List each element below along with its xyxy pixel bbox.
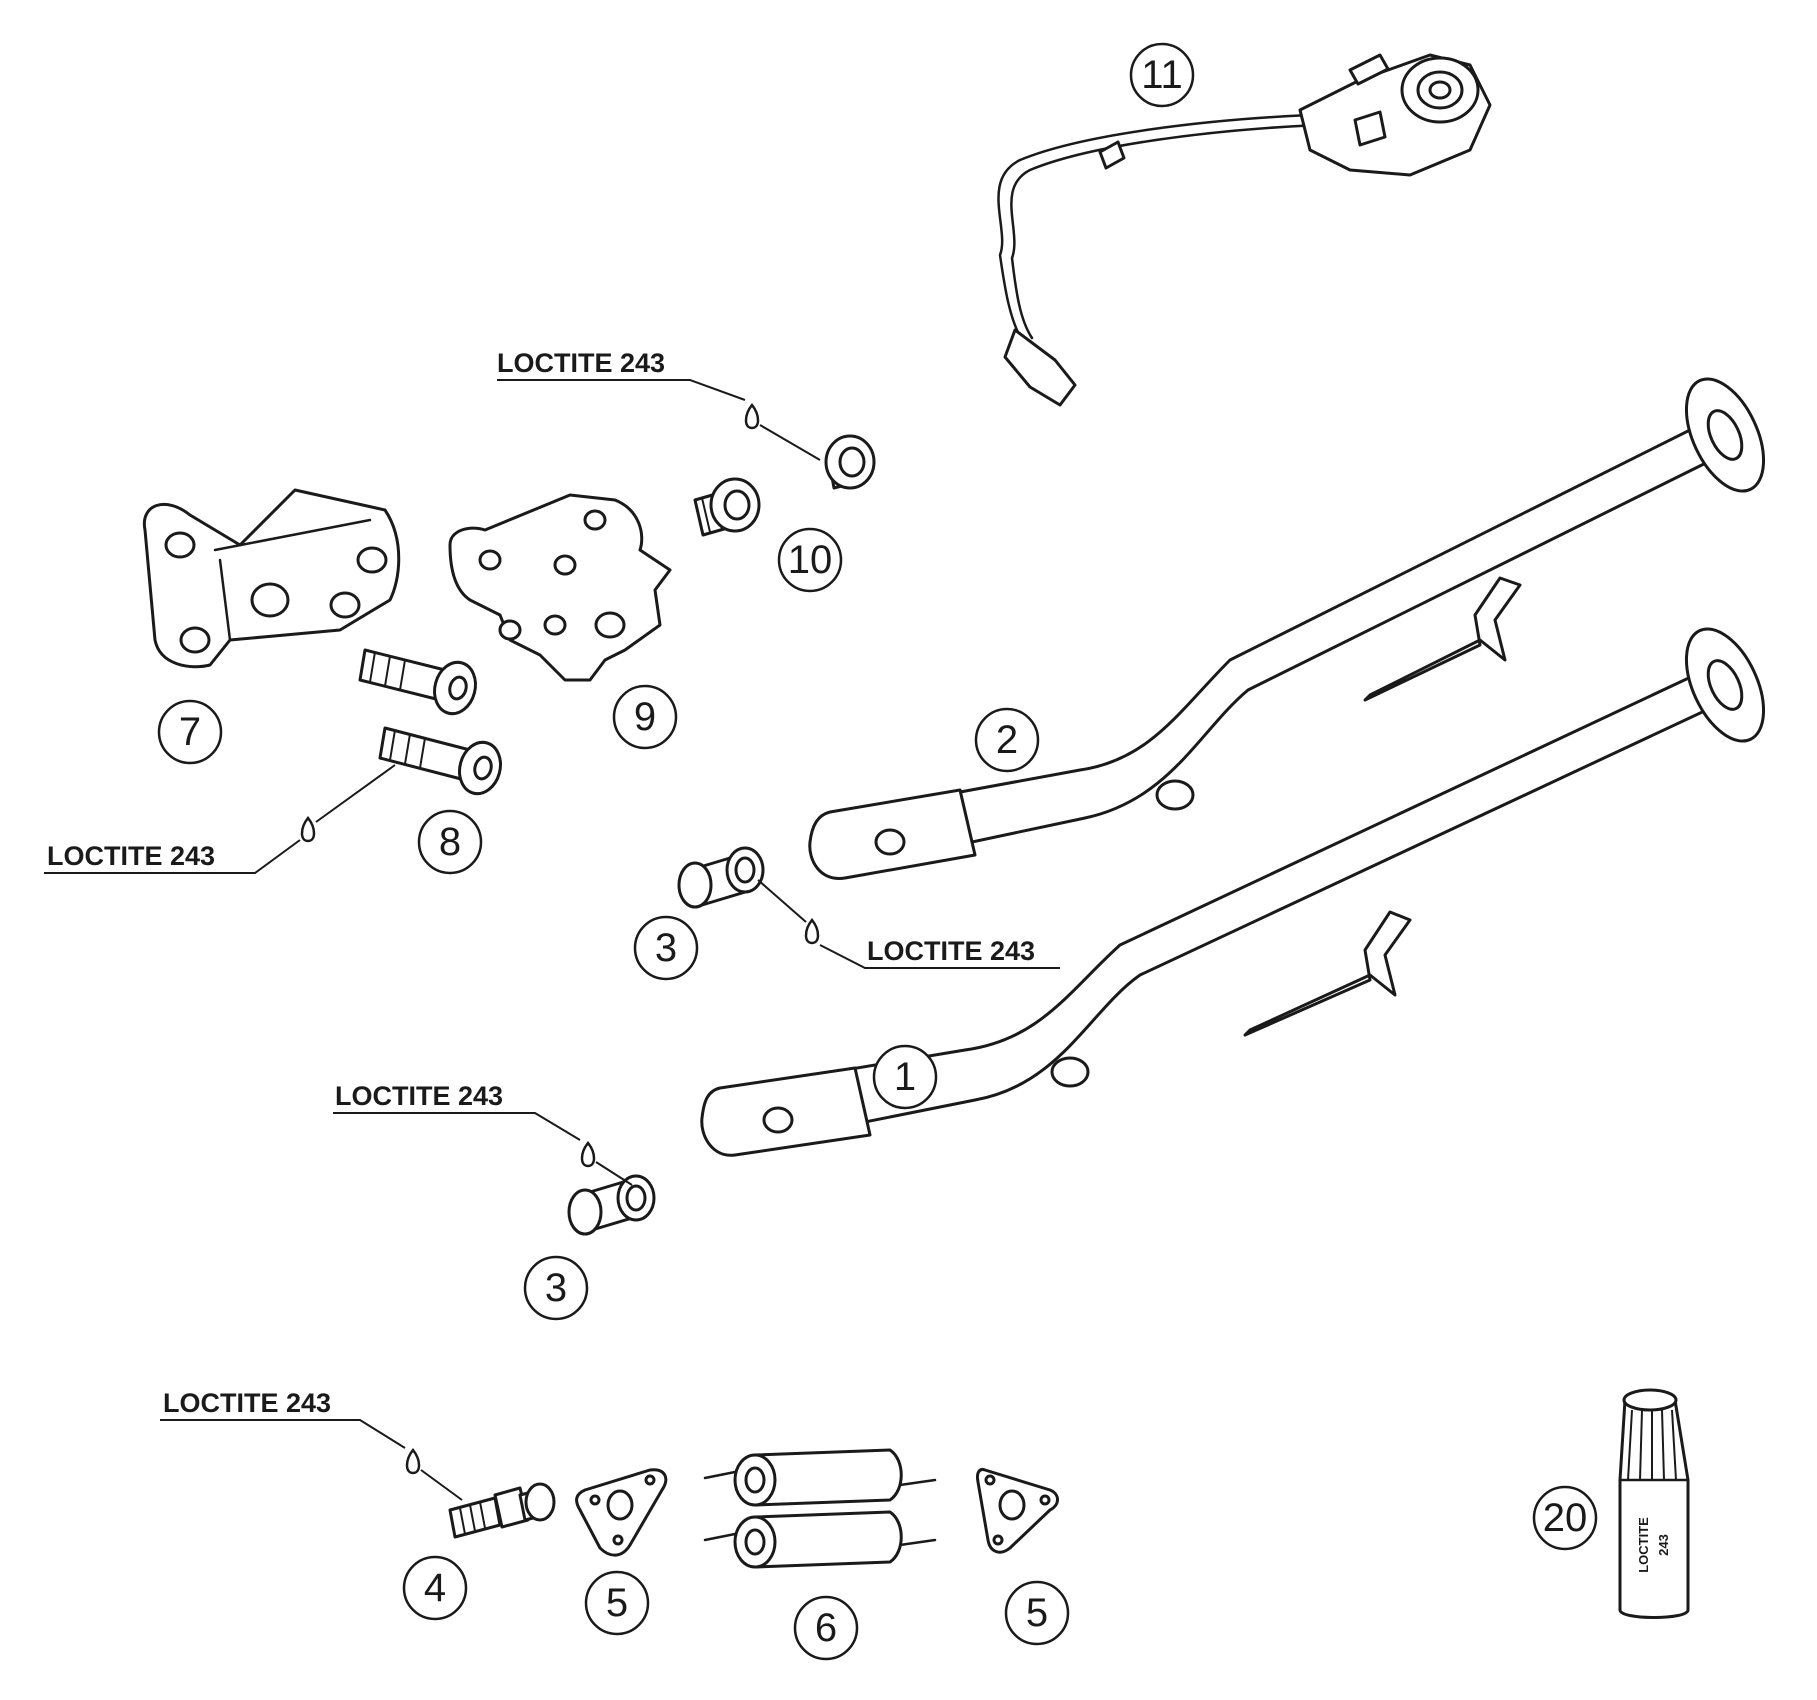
part-11-side-stand-switch [997,53,1492,407]
loctite-drop-icon [580,1140,596,1168]
callout-4: 4 [402,1555,468,1621]
loctite-note-3: LOCTITE 243 [757,879,1060,969]
loctite-note-5-text: LOCTITE 243 [163,1388,331,1418]
part-7-bracket [142,488,401,669]
callout-8: 8 [417,809,483,875]
part-10-screw-lower [693,477,761,537]
part-4-stud [448,1482,556,1539]
callout-6: 6 [793,1595,859,1661]
callout-9: 9 [612,684,678,750]
loctite-note-3-text: LOCTITE 243 [867,936,1035,966]
callout-1: 1 [872,1044,938,1110]
loctite-drop-icon [804,917,820,945]
loctite-note-4-text: LOCTITE 243 [335,1081,503,1111]
callout-5-right: 5 [1004,1580,1070,1646]
callout-11: 11 [1129,42,1195,108]
loctite-note-5: LOCTITE 243 [160,1388,463,1501]
part-5-plate-right [976,1468,1059,1554]
callout-8-label: 8 [439,820,461,864]
callout-3-upper-label: 3 [655,926,677,970]
part-9-plate [448,493,672,682]
tube-label-line2: 243 [1656,1534,1671,1556]
loctite-note-1-text: LOCTITE 243 [497,348,665,378]
callout-3-upper: 3 [633,915,699,981]
callout-20: 20 [1532,1485,1598,1551]
callout-2-label: 2 [996,718,1018,762]
callout-5-left-label: 5 [606,1581,628,1625]
callout-20-label: 20 [1543,1496,1588,1540]
callout-9-label: 9 [634,695,656,739]
callout-7: 7 [157,699,223,765]
loctite-drop-icon [744,402,760,430]
callout-3-lower: 3 [523,1255,589,1321]
part-8-bolt-upper [358,648,477,716]
callout-4-label: 4 [424,1566,446,1610]
part-1-side-stand-lower [700,627,1766,1157]
callout-5-right-label: 5 [1026,1591,1048,1635]
part-3-bushing-upper [677,846,765,909]
callout-5-left: 5 [584,1570,650,1636]
loctite-note-4: LOCTITE 243 [333,1081,633,1186]
loctite-note-1: LOCTITE 243 [497,348,821,461]
loctite-drop-icon [300,815,316,843]
part-6-buffer-lower [703,1510,937,1569]
loctite-note-2-text: LOCTITE 243 [47,841,215,871]
callout-3-lower-label: 3 [545,1266,567,1310]
part-20-loctite-tube: LOCTITE 243 [1618,1388,1690,1619]
callout-10: 10 [777,527,843,593]
part-8-bolt-lower [378,726,502,796]
callout-2: 2 [974,707,1040,773]
callout-10-label: 10 [788,538,833,582]
callout-1-label: 1 [894,1055,916,1099]
callout-11-label: 11 [1141,53,1183,97]
loctite-drop-icon [405,1447,421,1475]
part-3-bushing-lower [567,1174,656,1236]
callout-6-label: 6 [815,1606,837,1650]
part-6-buffer-upper [703,1448,937,1507]
callout-7-label: 7 [179,710,201,754]
part-10-screw-upper [824,434,876,490]
tube-label-line1: LOCTITE [1636,1517,1651,1573]
part-5-plate-left [575,1468,668,1557]
loctite-note-2: LOCTITE 243 [44,764,396,874]
part-2-side-stand-upper [808,377,1766,880]
